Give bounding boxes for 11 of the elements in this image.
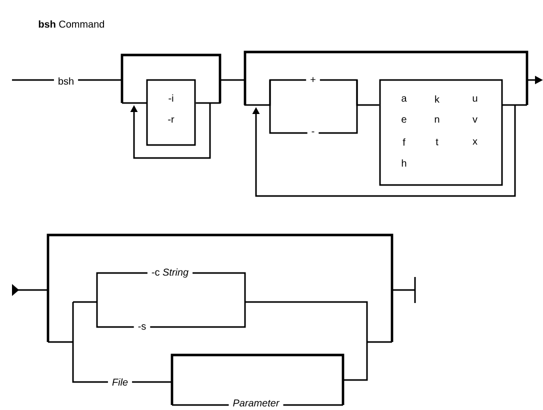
syntax-label: -c String <box>147 267 193 279</box>
syntax-label: + <box>306 76 320 84</box>
syntax-track <box>196 79 380 106</box>
syntax-label: File <box>108 377 132 387</box>
syntax-label: bsh <box>54 76 78 86</box>
title: bsh Command <box>38 20 104 28</box>
option-box: a e f h k n t u v x <box>379 79 503 186</box>
syntax-label: Parameter <box>228 398 284 408</box>
syntax-label: -s <box>134 323 150 331</box>
option-box: -i -r <box>146 79 196 146</box>
syntax-label: - <box>307 130 319 136</box>
